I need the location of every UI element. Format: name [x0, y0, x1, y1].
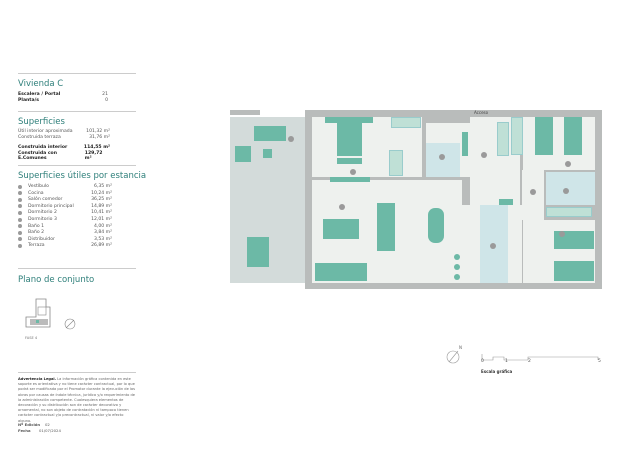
divider [18, 165, 136, 166]
sideboard [315, 263, 367, 281]
terrace-table [247, 237, 269, 267]
divider [18, 372, 136, 373]
scale-bar [481, 354, 599, 361]
scale-tick: 5 [598, 359, 601, 364]
north-label: N [459, 345, 462, 350]
bedroom-2 [523, 117, 595, 170]
date: Fecha 01/07/2024 [18, 428, 61, 433]
divider [18, 73, 136, 74]
bed [564, 117, 582, 155]
divider [18, 111, 136, 112]
sofa [254, 126, 286, 141]
edition: Nº Edición 02 [18, 422, 50, 427]
scale-tick: 2 [528, 359, 531, 364]
room-dot-icon [18, 204, 22, 209]
bed [554, 261, 594, 281]
room-dot-icon [18, 243, 22, 248]
bed [337, 123, 362, 156]
room-dot-icon [18, 217, 22, 222]
room-dot-icon [18, 237, 22, 242]
distributor [522, 170, 544, 220]
unit-title: Vivienda C [18, 79, 64, 89]
bathroom-2 [546, 172, 595, 205]
surfaces-title: Superficies [18, 117, 65, 127]
dining-table [428, 208, 444, 243]
room-dot-icon [18, 191, 22, 196]
room-dot-icon [18, 210, 22, 215]
scale-tick: 0 [481, 359, 484, 364]
site-phase: FASE 4 [25, 336, 38, 340]
north-arrow-icon [446, 350, 460, 364]
bed [535, 117, 553, 155]
rooms-title: Superficies útiles por estancia [18, 171, 147, 181]
divider [18, 268, 136, 269]
site-title: Plano de conjunto [18, 275, 95, 285]
site-plan-thumbnail [25, 298, 76, 330]
room-dot-icon [18, 197, 22, 202]
scale-label: Escala gráfica [481, 369, 513, 374]
access-label: Acceso [474, 110, 489, 115]
room-dot-icon [18, 230, 22, 235]
bathroom-1 [426, 143, 460, 177]
room-dot-icon [18, 184, 22, 189]
room-dot-icon [18, 224, 22, 229]
coffee-table [323, 219, 359, 239]
scale-tick: 1 [505, 359, 508, 364]
legal-notice: Advertencia Legal. La información gráfic… [18, 377, 136, 423]
sofa [377, 203, 395, 251]
